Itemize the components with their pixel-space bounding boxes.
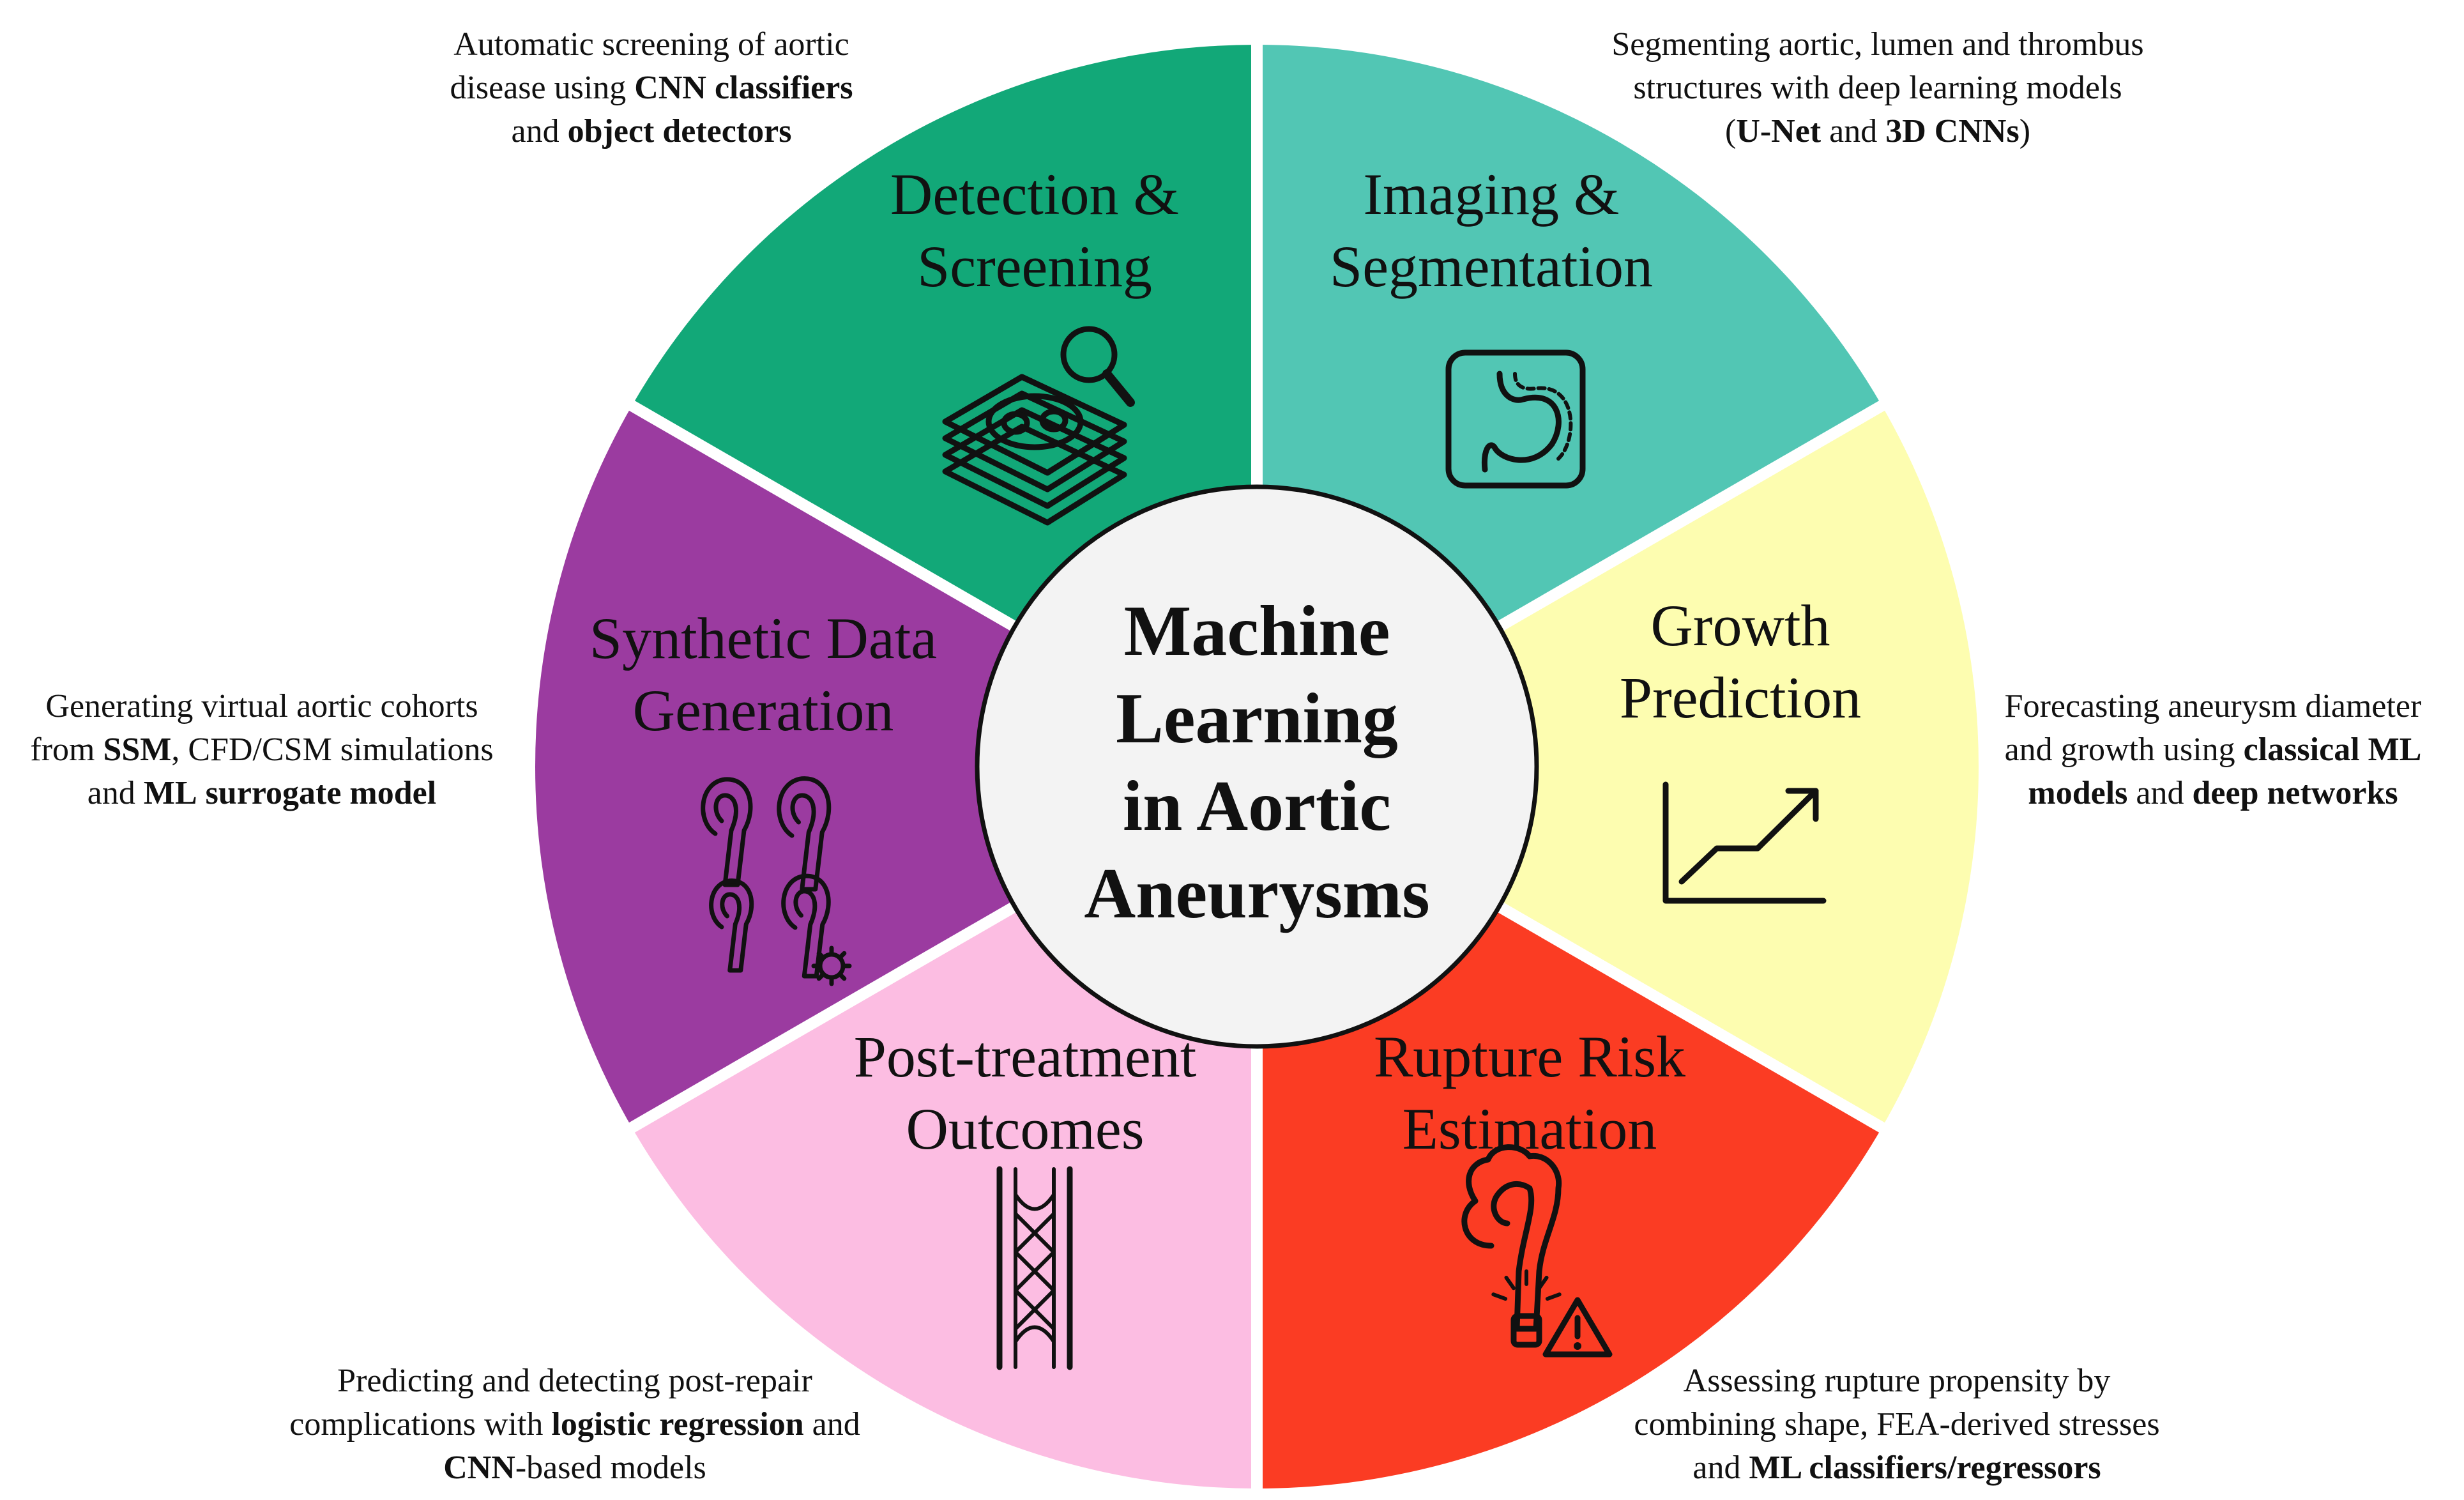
description-line: Predicting and detecting post-repair <box>243 1359 907 1403</box>
center-title-line: Aneurysms <box>1084 854 1430 933</box>
description-line: Assessing rupture propensity by <box>1578 1359 2216 1403</box>
description-run: and growth using <box>2004 731 2244 768</box>
synthetic-description: Generating virtual aortic cohorts from SS… <box>0 685 524 815</box>
description-line: disease using CNN classifiers <box>396 66 907 110</box>
description-run: Predicting and detecting post-repair <box>337 1363 812 1399</box>
description-line: Segmenting aortic, lumen and thrombus <box>1546 23 2210 66</box>
description-line: (U-Net and 3D CNNs) <box>1546 110 2210 153</box>
post-treatment-description: Predicting and detecting post-repair comp… <box>243 1359 907 1490</box>
rupture-description: Assessing rupture propensity by combining… <box>1578 1359 2216 1490</box>
description-line: from SSM, CFD/CSM simulations <box>0 728 524 772</box>
description-bold-run: surrogate model <box>205 775 437 811</box>
description-run: Assessing rupture propensity by <box>1683 1363 2111 1399</box>
description-run <box>197 775 206 811</box>
description-bold-run: deep networks <box>2192 775 2398 811</box>
description-run: ) <box>2019 113 2031 149</box>
description-run: -based models <box>515 1450 706 1486</box>
center-title-line: Machine <box>1123 592 1390 671</box>
center-title: Machine Learning in Aortic Aneurysms <box>989 588 1525 938</box>
description-bold-run: classical ML <box>2243 731 2422 768</box>
center-title-line: Learning <box>1116 679 1398 758</box>
growth-title-line: Growth <box>1650 593 1830 658</box>
center-title-line: in Aortic <box>1123 767 1391 846</box>
detection-title-line: Detection & <box>890 162 1179 227</box>
description-bold-run: CNN classifiers <box>634 70 853 106</box>
description-run: disease using <box>450 70 635 106</box>
description-run: Segmenting aortic, lumen and thrombus <box>1611 26 2144 63</box>
description-run: Forecasting aneurysm diameter <box>2004 688 2422 724</box>
description-run: structures with deep learning models <box>1633 70 2122 106</box>
description-run: and <box>1821 113 1886 149</box>
growth-chart-icon <box>1662 781 1827 904</box>
description-bold-run: object detectors <box>567 113 792 149</box>
description-bold-run: U-Net <box>1736 113 1821 149</box>
rupture-title-line: Rupture Risk <box>1374 1024 1685 1089</box>
description-run: and <box>511 113 568 149</box>
imaging-title-line: Imaging & <box>1363 162 1619 227</box>
description-line: Forecasting aneurysm diameter <box>1967 685 2459 728</box>
rupture-title-line: Estimation <box>1403 1096 1657 1161</box>
growth-description: Forecasting aneurysm diameter and growth … <box>1967 685 2459 815</box>
description-line: and object detectors <box>396 110 907 153</box>
description-bold-run: ML classifiers/regressors <box>1749 1450 2101 1486</box>
description-line: and ML classifiers/regressors <box>1578 1446 2216 1490</box>
post-treatment-title-line: Outcomes <box>906 1096 1144 1161</box>
description-bold-run: models <box>2028 775 2128 811</box>
description-line: and ML surrogate model <box>0 772 524 815</box>
detection-title-line: Screening <box>917 234 1152 299</box>
growth-title-line: Prediction <box>1620 665 1861 730</box>
description-bold-run: 3D CNNs <box>1885 113 2019 149</box>
synthetic-title-line: Generation <box>633 678 894 743</box>
description-run: ( <box>1724 113 1737 149</box>
description-line: models and deep networks <box>1967 772 2459 815</box>
post-treatment-title-line: Post-treatment <box>854 1024 1197 1089</box>
imaging-description: Segmenting aortic, lumen and thrombus str… <box>1546 23 2210 153</box>
virtual-aorta-cohort-icon <box>701 776 852 986</box>
description-run: and <box>803 1406 860 1443</box>
description-line: structures with deep learning models <box>1546 66 2210 110</box>
organ-segmentation-icon <box>1445 349 1586 489</box>
growth-sector <box>1257 406 1979 1128</box>
description-line: Generating virtual aortic cohorts <box>0 685 524 728</box>
description-run: complications with <box>289 1406 552 1443</box>
synthetic-title-line: Synthetic Data <box>589 606 937 671</box>
description-run: from <box>30 731 103 768</box>
description-run: and <box>87 775 144 811</box>
description-bold-run: SSM <box>103 731 172 768</box>
description-run: and <box>2127 775 2193 811</box>
ruptured-aorta-warning-icon <box>1461 1144 1613 1358</box>
description-bold-run: logistic regression <box>551 1406 804 1443</box>
description-run: Generating virtual aortic cohorts <box>45 688 478 724</box>
description-bold-run: ML <box>143 775 197 811</box>
stent-graft-icon <box>996 1166 1073 1370</box>
center-circle <box>975 484 1539 1049</box>
description-line: combining shape, FEA-derived stresses <box>1578 1403 2216 1446</box>
description-line: complications with logistic regression a… <box>243 1403 907 1446</box>
description-run: and <box>1692 1450 1749 1486</box>
description-line: and growth using classical ML <box>1967 728 2459 772</box>
description-run: , CFD/CSM simulations <box>171 731 494 768</box>
description-line: Automatic screening of aortic <box>396 23 907 66</box>
description-run: Automatic screening of aortic <box>453 26 849 63</box>
description-line: CNN-based models <box>243 1446 907 1490</box>
description-bold-run: CNN <box>443 1450 515 1486</box>
description-run: combining shape, FEA-derived stresses <box>1634 1406 2160 1443</box>
ct-slices-magnifier-icon <box>942 326 1135 526</box>
synthetic-sector <box>535 406 1257 1128</box>
imaging-title-line: Segmentation <box>1330 234 1653 299</box>
